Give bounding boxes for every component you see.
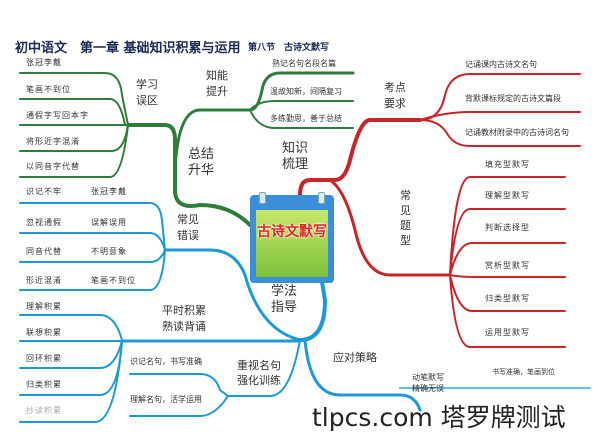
binder-ring-icon xyxy=(259,192,266,204)
leaf: 以同音字代替 xyxy=(26,162,80,171)
node-mingju: 重视名句 强化训练 xyxy=(237,359,281,387)
node-zhishi: 知识 梳理 xyxy=(282,141,309,172)
page-title: 初中语文 第一章 基础知识积累与运用 xyxy=(15,41,241,56)
node-celue-sub: 动笔默写 精确无误 xyxy=(412,373,444,393)
leaf: 记诵课内古诗文名句 xyxy=(465,60,537,69)
node-xuexi: 学习 误区 xyxy=(136,78,158,107)
leaf: 熟记名句名段名篇 xyxy=(272,59,336,68)
leaf: 判断选择型 xyxy=(485,223,530,232)
leaf: 张冠李戴 xyxy=(91,187,127,196)
leaf: 理解积累 xyxy=(26,302,62,311)
leaf: 不明意象 xyxy=(91,247,127,256)
node-cuowu: 常见 错误 xyxy=(177,213,199,242)
leaf: 误解误用 xyxy=(91,218,127,227)
leaf: 书写准确，笔画到位 xyxy=(492,368,555,376)
node-kaodian: 考点 要求 xyxy=(384,81,406,110)
central-topic-panel xyxy=(256,210,328,277)
leaf: 识记名句，书写准确 xyxy=(130,357,202,366)
leaf: 张冠李戴 xyxy=(26,58,62,67)
leaf: 归类积累 xyxy=(26,380,62,389)
binder-ring-icon xyxy=(318,192,325,204)
leaf: 回环积累 xyxy=(26,354,62,363)
leaf: 赏析型默写 xyxy=(485,261,530,270)
red-branch-lines xyxy=(298,73,581,348)
node-zhineng: 知能 提升 xyxy=(206,69,228,98)
green-branch-lines xyxy=(19,71,355,227)
node-jilei: 平时积累 熟读背诵 xyxy=(162,304,206,333)
leaf: 形近混淆 xyxy=(26,276,62,285)
leaf: 同音代替 xyxy=(26,247,62,256)
leaf: 理解名句，活学运用 xyxy=(130,395,202,404)
leaf: 抄读积累 xyxy=(26,406,62,415)
leaf: 归类型默写 xyxy=(485,294,530,303)
section-title: 第八节 古诗文默写 xyxy=(248,43,330,53)
leaf: 理解型默写 xyxy=(485,191,530,200)
watermark: tlpcs.com 塔罗牌测试 xyxy=(312,403,566,432)
leaf: 联想积累 xyxy=(26,328,62,337)
leaf: 记诵教材附录中的古诗词名句 xyxy=(465,128,569,137)
leaf: 笔画不到位 xyxy=(26,85,71,94)
leaf: 通假字写回本字 xyxy=(26,111,89,120)
leaf: 填充型默写 xyxy=(485,160,530,169)
central-topic-label: 古诗文默写 xyxy=(257,224,327,240)
blue-branch-lines xyxy=(19,202,591,423)
leaf: 将形近字混淆 xyxy=(26,137,80,146)
node-zongjie: 总结 升华 xyxy=(188,147,215,178)
leaf: 温故知新，间隔复习 xyxy=(270,87,342,96)
leaf: 忽视通假 xyxy=(26,218,62,227)
leaf: 多练勤思，善于总结 xyxy=(270,114,342,123)
node-tixing: 常 见 题 型 xyxy=(400,189,411,247)
leaf: 笔画不到位 xyxy=(91,276,136,285)
node-celue: 应对策略 xyxy=(333,351,377,364)
leaf: 运用型默写 xyxy=(485,328,530,337)
central-topic: 古诗文默写 xyxy=(250,192,334,283)
leaf: 背默课标规定的古诗文篇段 xyxy=(465,94,561,103)
leaf: 识记不牢 xyxy=(26,187,62,196)
node-xuefa: 学法 指导 xyxy=(271,284,298,315)
